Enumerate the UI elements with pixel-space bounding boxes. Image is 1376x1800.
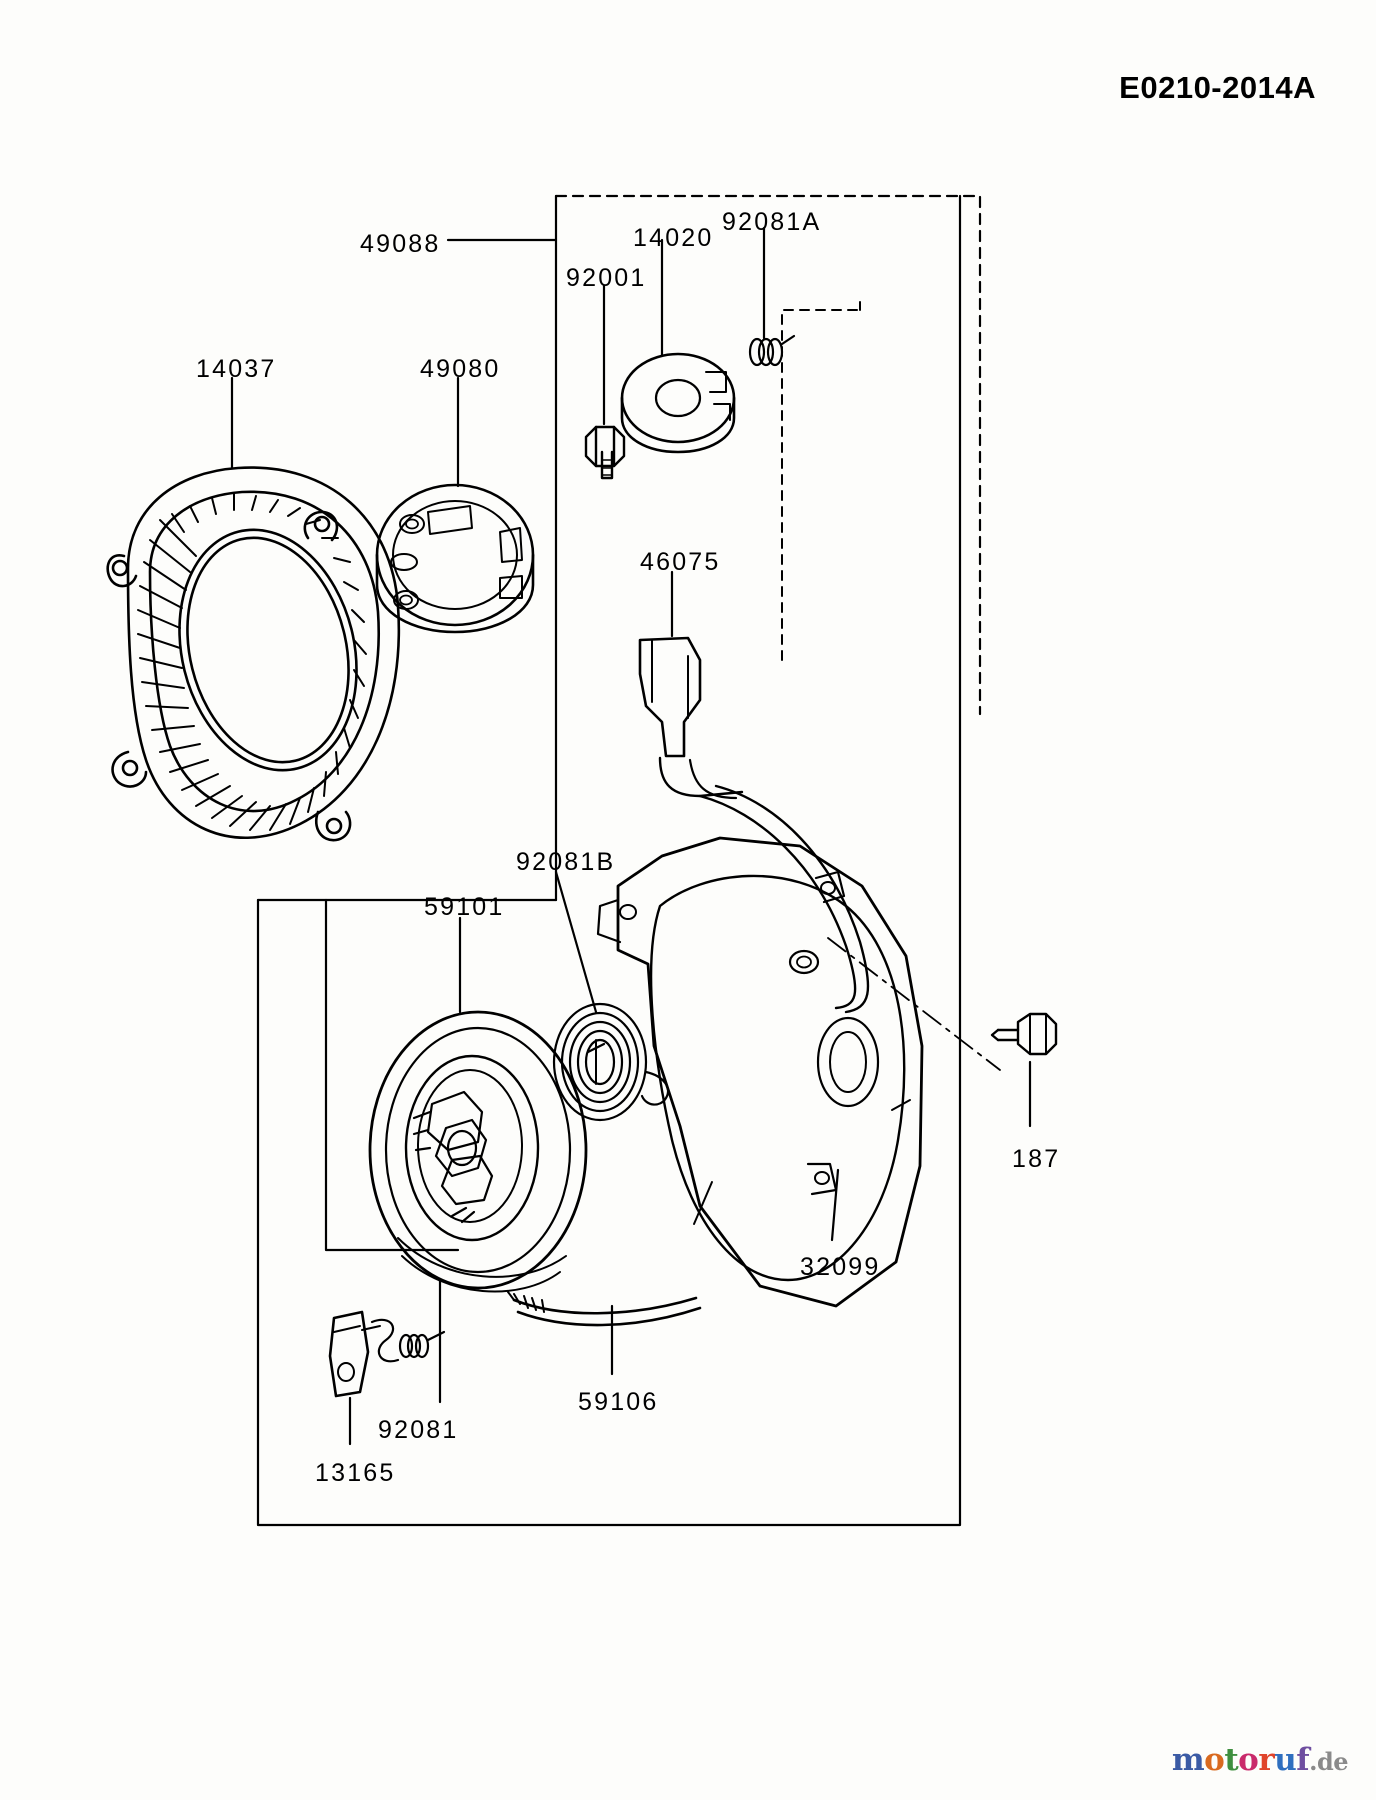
callout-14020[interactable]: 14020 xyxy=(633,224,714,252)
callout-92081[interactable]: 92081 xyxy=(378,1416,459,1444)
callout-92081B[interactable]: 92081B xyxy=(516,848,616,876)
callout-13165[interactable]: 13165 xyxy=(315,1459,396,1487)
callout-49080[interactable]: 49080 xyxy=(420,355,501,383)
watermark-suffix: .de xyxy=(1309,1747,1348,1776)
callout-92081A[interactable]: 92081A xyxy=(722,208,822,236)
callout-59106[interactable]: 59106 xyxy=(578,1388,659,1416)
callout-92001[interactable]: 92001 xyxy=(566,264,647,292)
callout-59101[interactable]: 59101 xyxy=(424,893,505,921)
watermark: motoruf.de xyxy=(1171,1742,1349,1778)
callout-49088[interactable]: 49088 xyxy=(360,230,441,258)
callout-46075[interactable]: 46075 xyxy=(640,548,721,576)
callout-32099[interactable]: 32099 xyxy=(800,1253,881,1281)
diagram-title: E0210-2014A xyxy=(1119,70,1316,105)
callout-14037[interactable]: 14037 xyxy=(196,355,277,383)
callout-187[interactable]: 187 xyxy=(1012,1145,1061,1173)
